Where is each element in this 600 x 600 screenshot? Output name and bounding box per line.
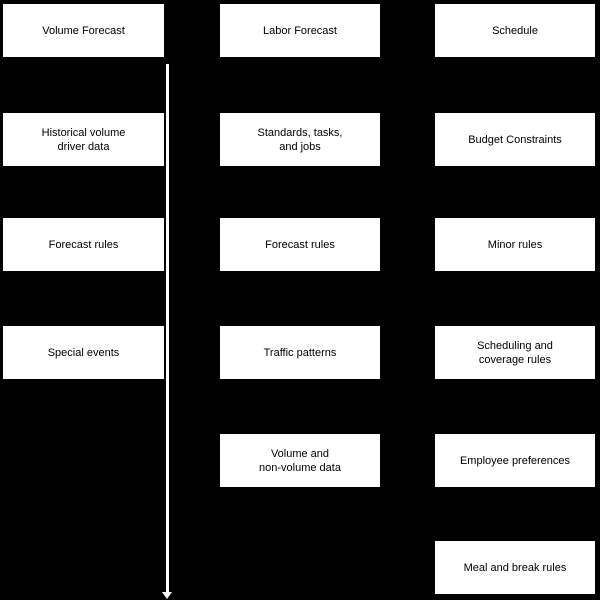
flow-arrow-line	[166, 64, 169, 593]
box-forecast-rules-volume: Forecast rules	[3, 218, 164, 271]
box-budget-constraints: Budget Constraints	[435, 113, 595, 166]
box-volume-and-non-volume-data: Volume and non-volume data	[220, 434, 380, 487]
box-standards-tasks-jobs: Standards, tasks, and jobs	[220, 113, 380, 166]
box-special-events: Special events	[3, 326, 164, 379]
box-traffic-patterns: Traffic patterns	[220, 326, 380, 379]
box-employee-preferences: Employee preferences	[435, 434, 595, 487]
box-historical-volume-driver-data: Historical volume driver data	[3, 113, 164, 166]
box-schedule: Schedule	[435, 4, 595, 57]
box-scheduling-and-coverage-rules: Scheduling and coverage rules	[435, 326, 595, 379]
box-labor-forecast: Labor Forecast	[220, 4, 380, 57]
flow-arrow-down-head-icon	[162, 592, 172, 599]
box-volume-forecast: Volume Forecast	[3, 4, 164, 57]
box-minor-rules: Minor rules	[435, 218, 595, 271]
box-meal-and-break-rules: Meal and break rules	[435, 541, 595, 594]
box-forecast-rules-labor: Forecast rules	[220, 218, 380, 271]
